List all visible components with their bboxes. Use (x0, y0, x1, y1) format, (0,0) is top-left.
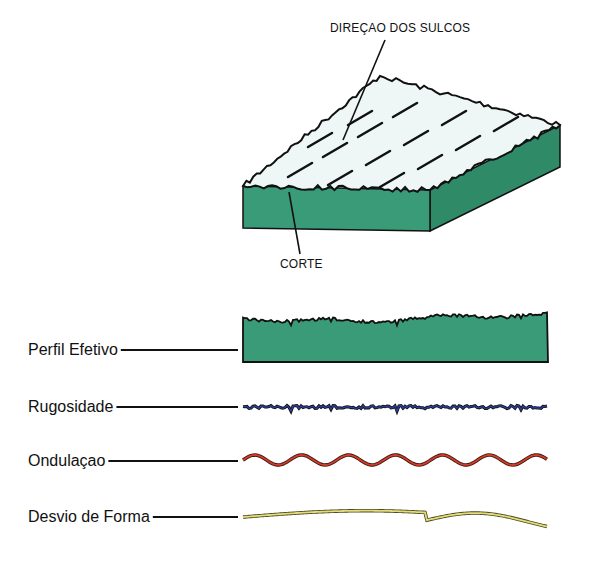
groove-mark (288, 163, 312, 177)
leader-line (343, 40, 385, 140)
profile-label: Rugosidade (28, 398, 113, 416)
block-front-face (243, 186, 430, 231)
groove-mark (366, 151, 390, 165)
groove-mark (328, 171, 352, 185)
profile-label: Desvio de Forma (28, 508, 150, 526)
groove-mark (393, 103, 417, 117)
form-deviation-line (243, 511, 547, 527)
cut-label: CORTE (280, 258, 323, 272)
leader-line (289, 192, 300, 254)
roughness-line (243, 406, 547, 412)
groove-mark (456, 136, 480, 150)
leader-line (116, 406, 238, 408)
groove-mark (323, 143, 347, 157)
effective-profile (243, 312, 548, 362)
profile-label: Ondulaçao (28, 452, 105, 470)
roughness-line-colour (243, 406, 547, 412)
groove-direction-label: DIREÇAO DOS SULCOS (330, 22, 470, 36)
groove-mark (358, 123, 382, 137)
block-top-face (243, 76, 560, 192)
waviness-line-colour (243, 455, 547, 465)
groove-mark (404, 131, 428, 145)
leader-line (108, 460, 238, 462)
form-deviation-line-colour (243, 511, 547, 527)
groove-mark (418, 155, 442, 169)
groove-mark (380, 173, 404, 187)
leader-line (121, 349, 238, 351)
groove-mark (442, 111, 466, 125)
groove-mark (494, 117, 518, 131)
leader-line (153, 516, 238, 518)
groove-mark (308, 133, 332, 147)
waviness-line (243, 455, 547, 465)
profile-label: Perfil Efetivo (28, 341, 118, 359)
